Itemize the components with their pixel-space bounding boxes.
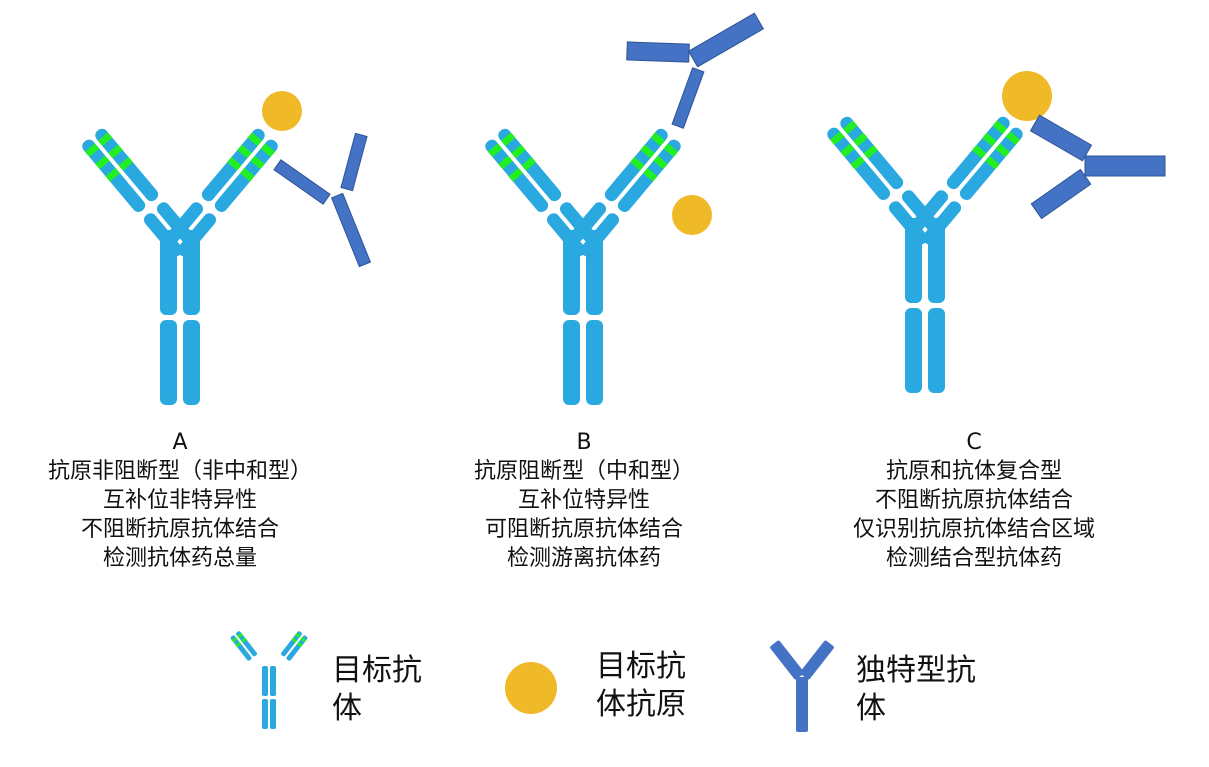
antigen-a (262, 91, 302, 131)
target-antibody-b (482, 126, 684, 405)
panel-c-line-1: 抗原和抗体复合型 (885, 459, 1062, 484)
target-antibody-a (79, 126, 281, 405)
target-antibody-icon (230, 631, 308, 729)
panel-c-line-4: 检测结合型抗体药 (885, 546, 1062, 571)
legend-target-antibody-label: 目标抗 体 (332, 652, 442, 728)
idiotype-antibody-icon (770, 640, 834, 732)
antigen-b (672, 195, 712, 235)
legend-idiotype-antibody-line-1: 独特型抗 (856, 653, 976, 688)
panel-a-line-4: 检测抗体药总量 (102, 546, 257, 571)
panel-c-line-2: 不阻断抗原抗体结合 (874, 488, 1073, 513)
panel-b-line-2: 互补位特异性 (517, 488, 650, 513)
legend-target-antigen-line-2: 体抗原 (596, 687, 686, 722)
idiotype-antibody-b (626, 12, 765, 129)
legend-target-antibody-line-1: 目标抗 (332, 653, 422, 688)
panel-b-caption: B 抗原阻断型（中和型） 互补位特异性 可阻断抗原抗体结合 检测游离抗体药 (414, 428, 754, 573)
target-antigen-icon (505, 662, 557, 714)
idiotype-antibody-c (1029, 114, 1166, 220)
legend-idiotype-antibody-label: 独特型抗 体 (856, 652, 996, 728)
panel-a-caption: A 抗原非阻断型（非中和型） 互补位非特异性 不阻断抗原抗体结合 检测抗体药总量 (10, 428, 350, 573)
panel-a-line-2: 互补位非特异性 (102, 488, 257, 513)
panel-b-line-3: 可阻断抗原抗体结合 (484, 517, 683, 542)
legend-target-antigen-label: 目标抗 体抗原 (596, 648, 706, 724)
panel-c-diagram (824, 71, 1166, 393)
legend-target-antigen-line-1: 目标抗 (596, 649, 686, 684)
legend-target-antibody-line-2: 体 (332, 691, 362, 726)
panel-a-line-1: 抗原非阻断型（非中和型） (47, 459, 312, 484)
panel-b-line-1: 抗原阻断型（中和型） (473, 459, 694, 484)
legend-idiotype-antibody-line-2: 体 (856, 691, 886, 726)
idiotype-antibody-a (273, 132, 372, 268)
panel-a-line-3: 不阻断抗原抗体结合 (80, 517, 279, 542)
panel-c-line-3: 仅识别抗原抗体结合区域 (852, 517, 1095, 542)
antigen-c (1002, 71, 1052, 121)
panel-a-diagram (79, 91, 372, 405)
panel-b-line-4: 检测游离抗体药 (506, 546, 661, 571)
panel-c-caption: C 抗原和抗体复合型 不阻断抗原抗体结合 仅识别抗原抗体结合区域 检测结合型抗体… (804, 428, 1144, 573)
target-antibody-c (824, 114, 1026, 393)
panel-a-letter: A (172, 430, 188, 455)
panel-b-letter: B (576, 430, 592, 455)
panel-b-diagram (482, 12, 765, 405)
panel-c-letter: C (966, 430, 982, 455)
